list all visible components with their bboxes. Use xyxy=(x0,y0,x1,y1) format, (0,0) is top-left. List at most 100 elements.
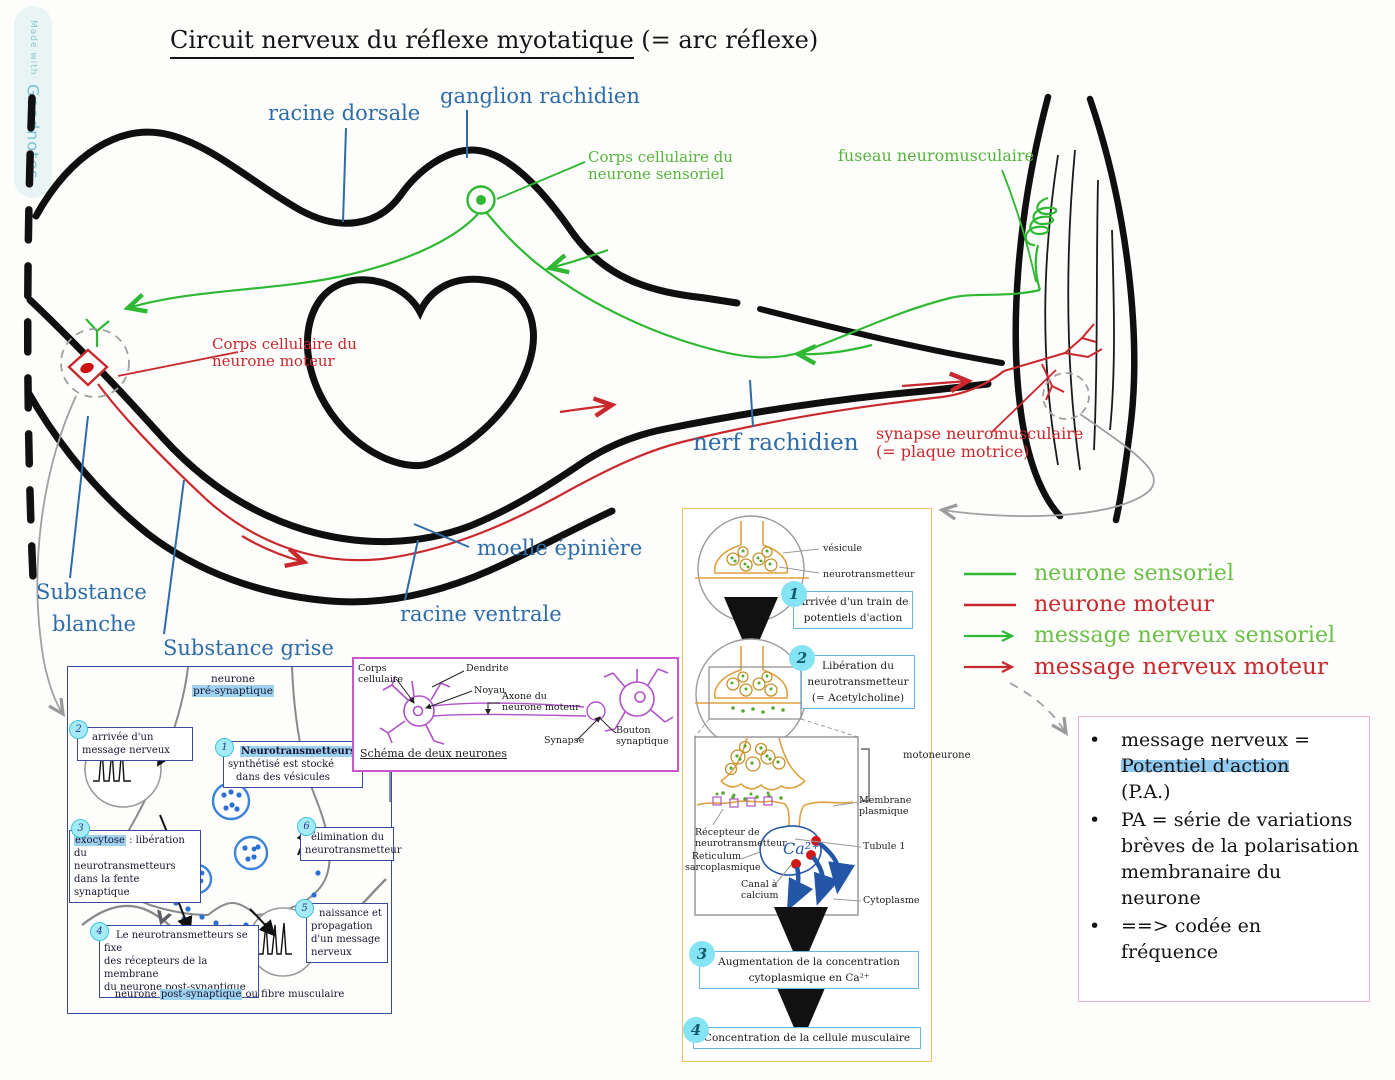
note-item: • PA = série de variations brèves de la … xyxy=(1089,809,1359,909)
detail-pointers xyxy=(712,801,862,902)
label-nerf-rachidien: nerf rachidien xyxy=(693,430,859,456)
watermark-made-with: Made with xyxy=(28,20,38,76)
sarcoplasmic-reticulum xyxy=(759,825,822,876)
legend: neurone sensoriel neurone moteur message… xyxy=(962,558,1392,682)
note-item: • ==> codée en fréquence xyxy=(1089,915,1262,963)
fuseau-pointer xyxy=(1001,169,1037,283)
schema-pointers xyxy=(395,670,617,742)
muscle-step-4-bubble: 4 xyxy=(683,1017,709,1043)
label-ganglion-rachidien: ganglion rachidien xyxy=(440,84,640,108)
motor-cell-nucleus xyxy=(80,362,94,374)
sensory-soma-pointer xyxy=(496,161,586,200)
neuromuscular-drawing xyxy=(694,515,870,1044)
neuromuscular-inset: vésicule neurotransmetteur Arrivée d'un … xyxy=(682,508,932,1062)
label-substance-blanche: Substance blanche xyxy=(36,580,147,637)
schema-dendrite: Dendrite xyxy=(466,663,509,674)
spinal-cord-outline xyxy=(24,128,1005,606)
detail-square xyxy=(694,736,870,916)
zoom-connectors xyxy=(36,328,1155,737)
title-parenthetical: (= arc réflexe) xyxy=(633,26,819,54)
right-neuron xyxy=(603,668,674,732)
legend-row-motor-message: message nerveux moteur xyxy=(962,651,1392,682)
muscle-step-4-box: Concentration de la cellule musculaire xyxy=(693,1027,921,1049)
muscle-spindle-coil xyxy=(1024,196,1058,247)
step-2-bubble: 2 xyxy=(69,720,88,739)
legend-label: neurone moteur xyxy=(1034,592,1214,617)
vesicule-label: vésicule xyxy=(823,543,863,554)
title-underlined: Circuit nerveux du réflexe myotatique xyxy=(170,26,634,59)
gray-matter-heart xyxy=(303,275,537,470)
schema-synapse: Synapse xyxy=(544,735,585,746)
legend-row-sensory-neuron: neurone sensoriel xyxy=(962,558,1392,589)
label-pointers xyxy=(69,110,754,802)
label-motoneurone: motoneurone xyxy=(903,750,971,761)
ca-handwritten: Ca²⁺ xyxy=(783,839,820,858)
synapse-nm-pointer xyxy=(991,369,1057,433)
label-racine-dorsale: racine dorsale xyxy=(268,101,421,125)
bullet-icon: • xyxy=(1089,729,1101,751)
bullet-icon: • xyxy=(1089,915,1101,937)
step-4-box: Le neurotransmetteurs se fixe des récept… xyxy=(99,925,259,998)
step-5-bubble: 5 xyxy=(295,899,314,918)
motor-message-arrow-3 xyxy=(901,371,973,393)
green-arrow-swatch xyxy=(964,629,1015,642)
step-3-bubble: 3 xyxy=(71,819,90,838)
highlighted-text: Potentiel d'action xyxy=(1121,755,1290,777)
schema-drawing xyxy=(379,668,674,745)
muscle-step-1-bubble: 1 xyxy=(781,581,807,607)
motor-terminal-branches xyxy=(1003,323,1103,401)
motor-soma-pointer xyxy=(117,351,239,377)
left-neuron xyxy=(379,675,451,745)
zoom-arrow-to-muscle-inset xyxy=(938,413,1155,521)
stage1-terminal xyxy=(695,515,820,623)
motor-neuron-dendrites xyxy=(85,318,110,347)
step-1-box: Neurotransmetteurs synthétisé est stocké… xyxy=(223,741,363,788)
bullet-icon: • xyxy=(1089,809,1101,831)
legend-label: neurone sensoriel xyxy=(1034,561,1234,586)
green-line-swatch xyxy=(964,572,1016,575)
muscle-drawing xyxy=(1012,93,1138,524)
dashed-arrow-to-notes xyxy=(1009,682,1069,737)
schema-noyau: Noyau xyxy=(474,685,506,696)
sensory-message-arrow-2 xyxy=(793,343,873,366)
tubule-label: Tubule 1 xyxy=(863,841,906,852)
label-synapse-neuromusculaire: synapse neuromusculaire(= plaque motrice… xyxy=(876,424,1084,462)
step-1-bubble: 1 xyxy=(215,738,234,757)
label-substance-grise: Substance grise xyxy=(163,636,334,660)
neurotransmetteur-label: neurotransmetteur xyxy=(823,569,915,580)
legend-label: message nerveux moteur xyxy=(1034,653,1328,680)
legend-row-motor-neuron: neurone moteur xyxy=(962,589,1392,620)
notes-box: • message nerveux =Potentiel d'action(P.… xyxy=(1078,716,1370,1002)
calcium-flux-arrows xyxy=(786,841,855,912)
page-title: Circuit nerveux du réflexe myotatique (=… xyxy=(170,26,819,59)
legend-label: message nerveux sensoriel xyxy=(1034,623,1336,648)
note-item: • message nerveux =Potentiel d'action(P.… xyxy=(1089,729,1310,803)
muscle-step-2-bubble: 2 xyxy=(789,645,815,671)
midline-dashed xyxy=(23,94,38,604)
sensory-cell-nucleus xyxy=(476,195,486,205)
muscle-step-3-bubble: 3 xyxy=(689,941,715,967)
schema-caption: Schéma de deux neurones xyxy=(360,747,507,760)
red-line-swatch xyxy=(964,603,1016,606)
zoom-arrow-to-synapse-inset xyxy=(36,395,77,718)
sensory-message-arrow xyxy=(545,248,609,275)
red-arrow-swatch xyxy=(964,660,1015,673)
motor-neuron-path xyxy=(97,323,1103,569)
